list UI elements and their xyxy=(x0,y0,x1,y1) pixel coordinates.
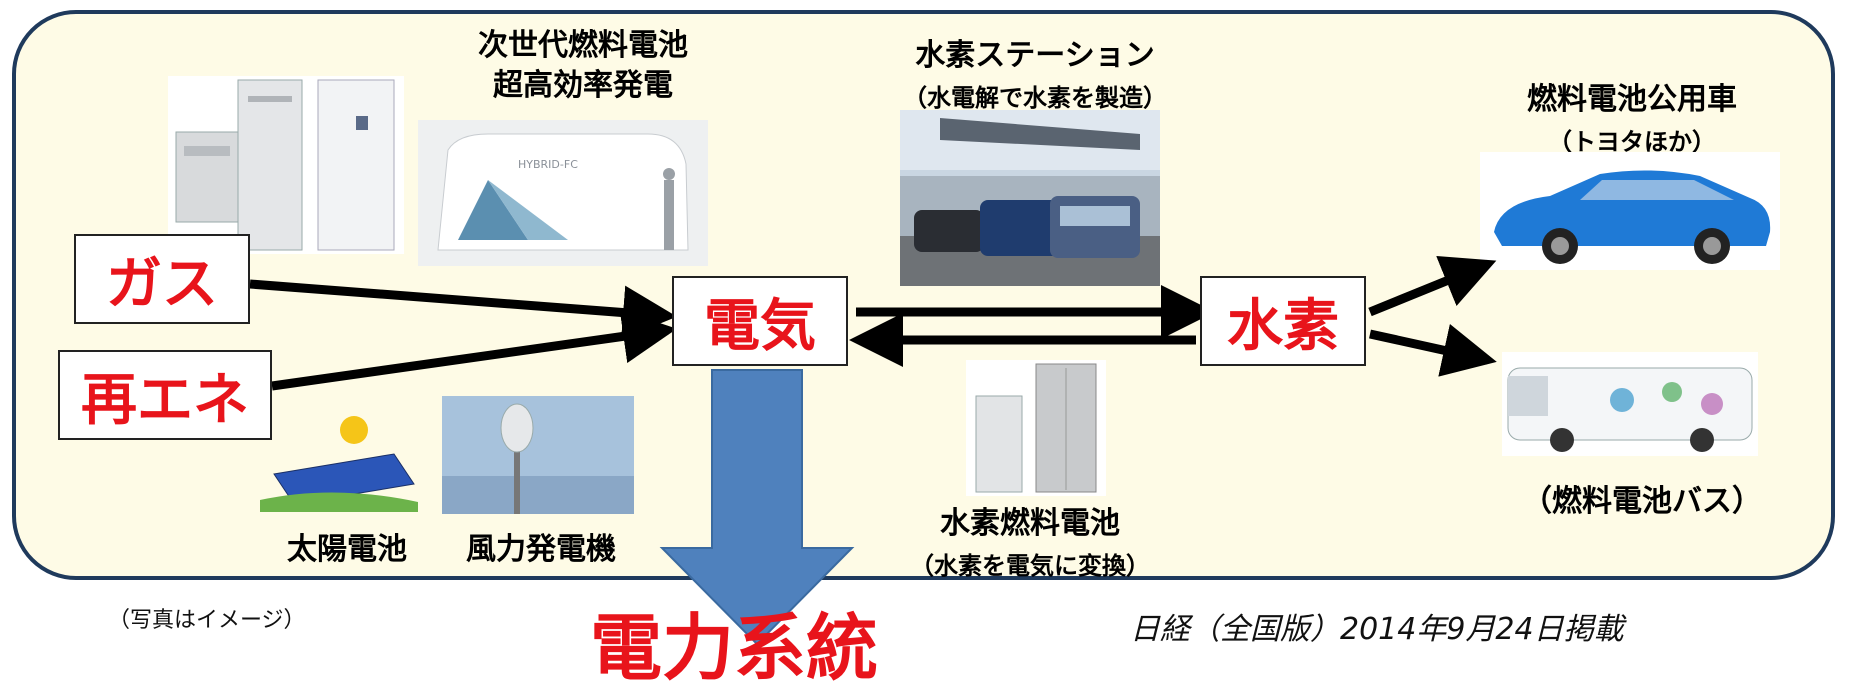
down-to-grid-arrow xyxy=(659,369,855,644)
fcv-label: 燃料電池公用車 （トヨタほか） xyxy=(1482,74,1782,157)
hybrid-fc-text: HYBRID-FC xyxy=(518,158,578,171)
next-gen-fc-line2: 超高効率発電 xyxy=(493,68,673,103)
hydrogen-station-sub: （水電解で水素を製造） xyxy=(903,84,1167,112)
renewable-to-electricity-arrow xyxy=(271,309,677,391)
next-gen-fc-line1: 次世代燃料電池 xyxy=(478,28,688,63)
flow-arrows xyxy=(249,255,1497,644)
gas-node: ガス xyxy=(74,234,250,324)
hybrid-fc-image: HYBRID-FC xyxy=(418,120,708,266)
hydrogen-station-title: 水素ステーション xyxy=(915,38,1155,73)
hydrogen-node: 水素 xyxy=(1200,276,1366,366)
hydrogen-station-image xyxy=(900,110,1160,286)
renewable-node: 再エネ xyxy=(58,350,272,440)
gas-to-electricity-arrow xyxy=(249,279,677,340)
wind-turbine-image xyxy=(442,396,634,514)
power-grid-label: 電力系統 xyxy=(590,606,879,690)
photo-note: （写真はイメージ） xyxy=(108,608,306,633)
hydrogen-station-label: 水素ステーション （水電解で水素を製造） xyxy=(860,30,1210,113)
publication-credit: 日経（全国版）2014年9月24日掲載 xyxy=(1130,612,1624,647)
hydrogen-fuel-cell-image xyxy=(966,360,1106,496)
solar-panel-image xyxy=(254,404,424,512)
next-gen-fuel-cell-label: 次世代燃料電池 超高効率発電 xyxy=(438,26,728,106)
electricity-node: 電気 xyxy=(672,276,848,366)
solar-label: 太陽電池 xyxy=(287,532,407,567)
h2-fuel-cell-sub: （水素を電気に変換） xyxy=(910,552,1150,580)
fcv-title: 燃料電池公用車 xyxy=(1527,82,1737,117)
hydrogen-to-car-arrow xyxy=(1368,255,1497,317)
home-fuel-cell-units-image xyxy=(168,76,404,254)
fuel-cell-bus-image xyxy=(1502,352,1758,456)
h2-fuel-cell-title: 水素燃料電池 xyxy=(940,506,1120,541)
hydrogen-to-bus-arrow xyxy=(1369,323,1497,377)
fcv-sub: （トヨタほか） xyxy=(1548,128,1716,156)
hydrogen-fuel-cell-label: 水素燃料電池 （水素を電気に変換） xyxy=(870,498,1190,581)
fuel-cell-car-image xyxy=(1480,152,1780,270)
wind-label: 風力発電機 xyxy=(466,532,616,567)
fc-bus-label: （燃料電池バス） xyxy=(1522,484,1762,519)
